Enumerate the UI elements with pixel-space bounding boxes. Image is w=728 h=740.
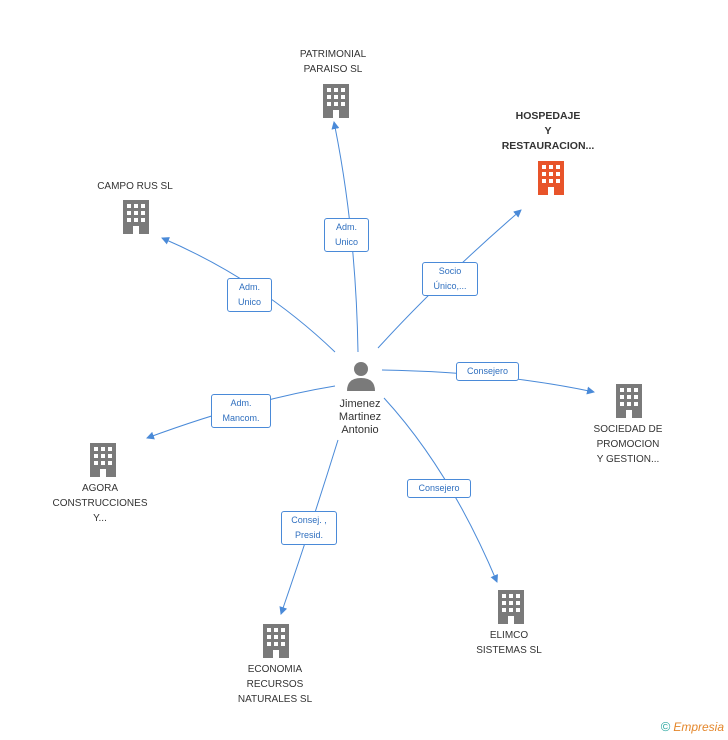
building-icon[interactable] (613, 384, 645, 418)
edge-label-line: Unico (237, 297, 261, 307)
label-line: SISTEMAS SL (476, 645, 542, 656)
label-line: PROMOCION (596, 439, 660, 450)
building-icon[interactable] (495, 590, 527, 624)
edge-label-sociedad[interactable]: Consejero (456, 362, 519, 381)
company-label-economia[interactable]: ECONOMIA RECURSOS NATURALES SL (220, 662, 330, 707)
label-line: CONSTRUCCIONES (52, 498, 148, 509)
edge-label-line: Consejero (418, 483, 460, 493)
edge-label-economia[interactable]: Consej. , Presid. (281, 511, 337, 545)
company-label-sociedad[interactable]: SOCIEDAD DE PROMOCION Y GESTION... (580, 422, 676, 467)
building-icon[interactable] (120, 200, 152, 234)
label-line: ECONOMIA (247, 664, 303, 675)
edge-label-line: Presid. (294, 530, 323, 540)
edge-label-line: Mancom. (222, 413, 260, 423)
edge-label-line: Adm. (238, 282, 260, 292)
edge-label-line: Adm. (230, 398, 252, 408)
edge-label-line: Unico (334, 237, 358, 247)
person-name-line: Martinez (338, 411, 382, 423)
edge-label-hospedaje[interactable]: Socio Único,... (422, 262, 478, 296)
label-line: AGORA (81, 483, 119, 494)
person-icon[interactable] (346, 360, 376, 392)
company-label-hospedaje[interactable]: HOSPEDAJE Y RESTAURACION... (488, 109, 608, 154)
building-icon[interactable] (87, 443, 119, 477)
footer-brand[interactable]: ©Empresia (661, 719, 724, 734)
label-line: CAMPO RUS SL (97, 181, 173, 192)
label-line: Y GESTION... (596, 454, 660, 465)
label-line: RECURSOS (246, 679, 304, 690)
label-line: HOSPEDAJE (515, 110, 581, 122)
person-name[interactable]: Jimenez Martinez Antonio (320, 398, 400, 437)
label-line: SOCIEDAD DE (593, 424, 663, 435)
label-line: PARAISO SL (303, 64, 363, 75)
label-line: ELIMCO (489, 630, 529, 641)
edge-label-patrimonial[interactable]: Adm. Unico (324, 218, 369, 252)
company-label-campo-rus[interactable]: CAMPO RUS SL (80, 179, 190, 194)
edge-label-line: Único,... (433, 281, 467, 291)
building-icon[interactable] (320, 84, 352, 118)
label-line: NATURALES SL (237, 694, 313, 705)
edge-label-elimco[interactable]: Consejero (407, 479, 471, 498)
edge-label-line: Socio (438, 266, 462, 276)
edge-label-line: Consej. , (291, 515, 327, 525)
company-label-patrimonial[interactable]: PATRIMONIAL PARAISO SL (283, 47, 383, 77)
label-line: Y... (93, 513, 107, 524)
building-icon-highlight[interactable] (535, 161, 567, 195)
edge-label-line: Consejero (466, 366, 509, 376)
person-name-line: Jimenez (339, 398, 381, 410)
label-line: PATRIMONIAL (299, 49, 367, 60)
company-label-agora[interactable]: AGORA CONSTRUCCIONES Y... (45, 481, 155, 526)
edge-label-agora[interactable]: Adm. Mancom. (211, 394, 271, 428)
brand-logo-text: Empresia (673, 720, 724, 734)
edge-label-line: Adm. (335, 222, 357, 232)
edge-label-campo[interactable]: Adm. Unico (227, 278, 272, 312)
label-line: RESTAURACION... (501, 140, 595, 152)
company-label-elimco[interactable]: ELIMCO SISTEMAS SL (460, 628, 558, 658)
person-name-line: Antonio (341, 424, 379, 436)
building-icon[interactable] (260, 624, 292, 658)
copyright-icon: © (660, 719, 671, 734)
label-line: Y (544, 125, 552, 137)
